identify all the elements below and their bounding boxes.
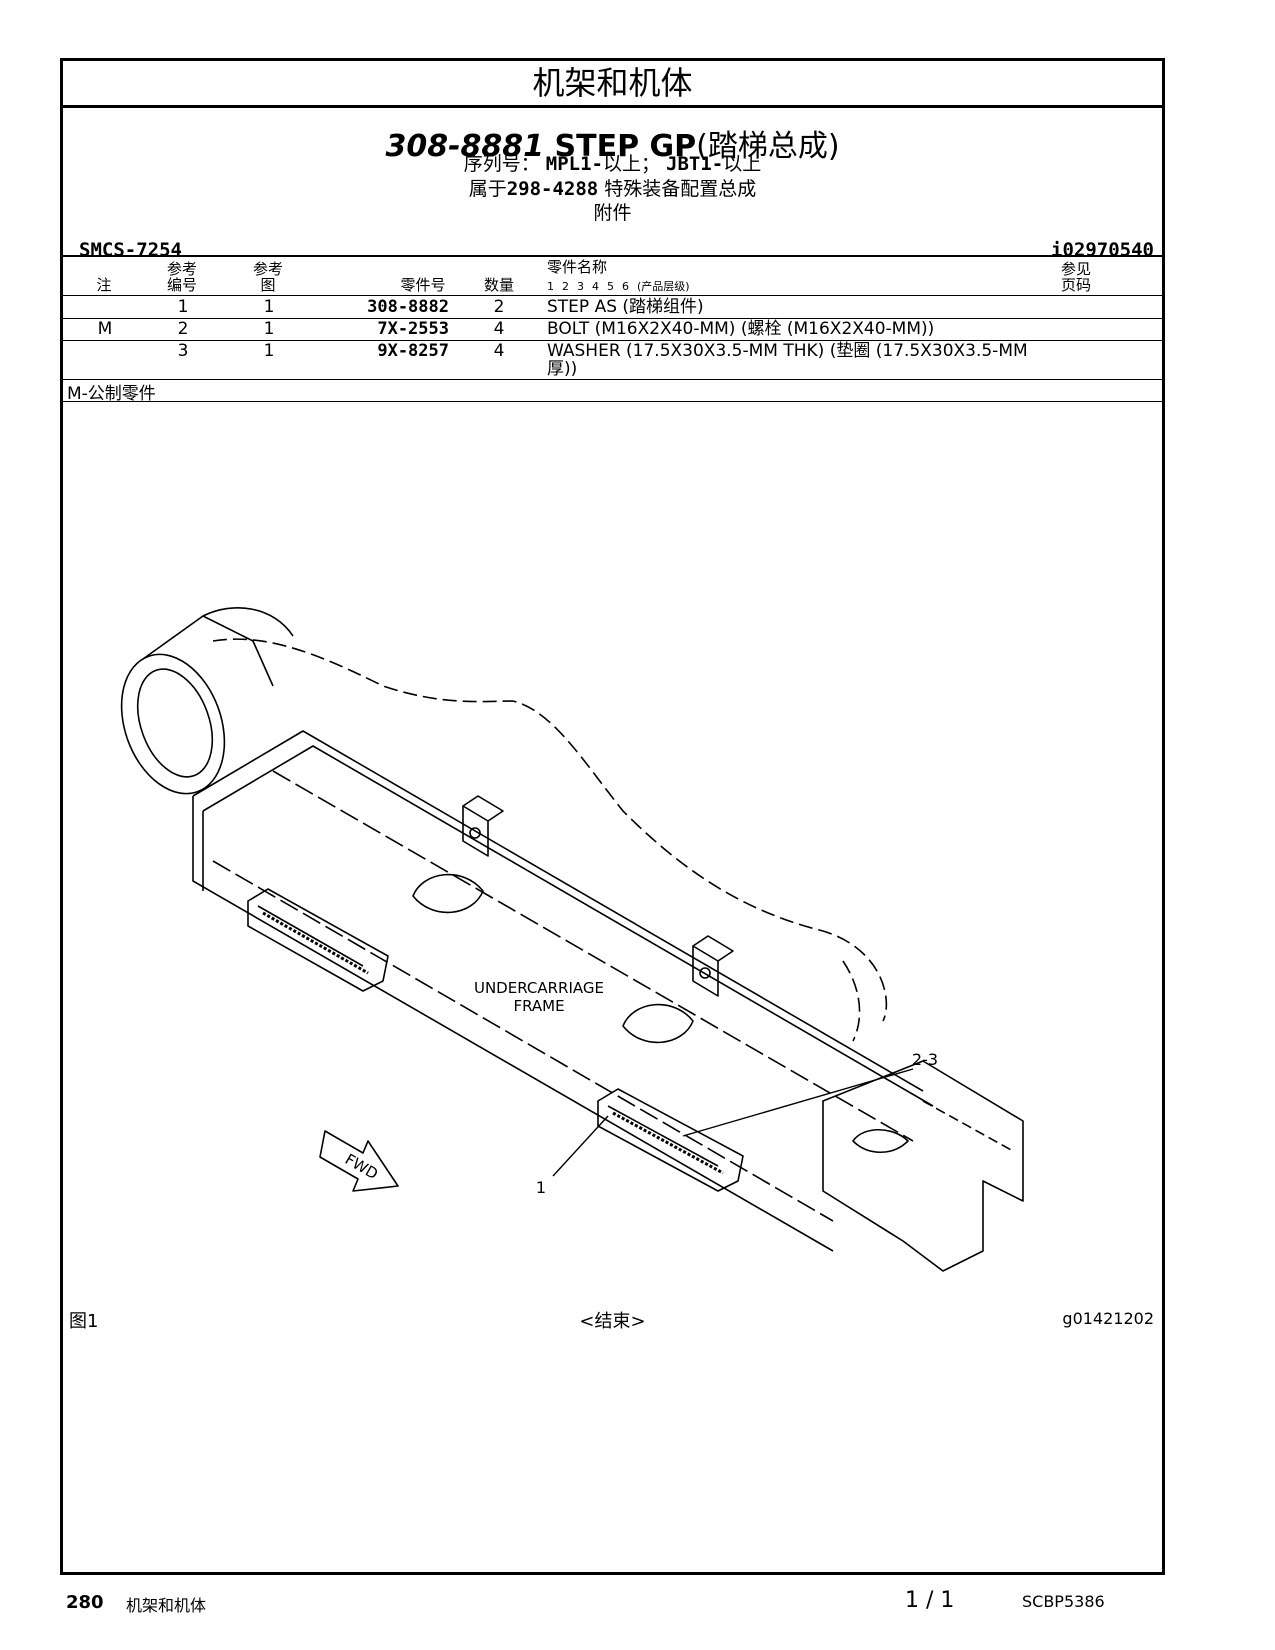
callout-leader-2-3: [682, 1068, 914, 1137]
cell-part-no: 9X-8257: [377, 341, 449, 361]
frame-bottom-edge: [192, 796, 834, 1252]
illustration-id: i02970540: [1051, 239, 1154, 261]
part-title: 308-8881 STEP GP(踏梯总成): [63, 121, 1162, 165]
figure-label: 图1: [69, 1311, 99, 1332]
fwd-label: FWD: [342, 1150, 381, 1183]
page-of: 1 / 1: [905, 1588, 955, 1613]
cell-note: M: [97, 319, 113, 339]
fwd-arrow-icon: [319, 1130, 399, 1192]
footnote-metric: M-公制零件: [67, 384, 156, 404]
frame-top-edge: [192, 730, 924, 1092]
row-rule: [63, 340, 1162, 341]
serial-line: 序列号： MPL1-以上； JBT1-以上: [463, 153, 762, 175]
col-header-note: 注: [96, 276, 112, 294]
cell-desc-cont: 厚)): [547, 359, 578, 379]
cell-ref: 1: [177, 297, 189, 317]
cell-ref: 2: [177, 319, 189, 339]
cell-qty: 2: [493, 297, 505, 317]
graphic-id: g01421202: [1062, 1309, 1154, 1328]
doc-id: SCBP5386: [1022, 1592, 1105, 1611]
col-header-see-page: 参见 页码: [1060, 260, 1091, 294]
frame-rear-end: [822, 1060, 1024, 1272]
callout-1: 1: [536, 1178, 546, 1197]
end-marker: <结束>: [579, 1311, 646, 1332]
cell-desc: WASHER (17.5X30X3.5-MM THK) (垫圈 (17.5X30…: [547, 341, 1028, 361]
attachment-label: 附件: [593, 202, 632, 224]
step-left: [247, 888, 389, 992]
cell-fig: 1: [263, 341, 275, 361]
cell-fig: 1: [263, 319, 275, 339]
cell-ref: 3: [177, 341, 189, 361]
serial-prefix-2: JBT1-: [666, 153, 724, 175]
callout-2-3: 2-3: [912, 1050, 938, 1069]
callout-leader-1: [552, 1115, 609, 1177]
table-bottom-rule: [63, 379, 1162, 380]
col-header-ref-fig: 参考 图: [252, 260, 283, 294]
part-name: STEP GP: [554, 129, 697, 164]
table-top-rule: [63, 255, 1162, 257]
cell-qty: 4: [493, 341, 505, 361]
frame-opening: [412, 873, 484, 914]
footnote-rule: [63, 401, 1162, 402]
cell-part-no: 7X-2553: [377, 319, 449, 339]
col-header-ref-no: 参考 编号: [166, 260, 197, 294]
cell-qty: 4: [493, 319, 505, 339]
parent-part-number: 298-4288: [506, 178, 599, 200]
section-title: 机架和机体: [63, 61, 1162, 108]
page-frame: 机架和机体 308-8881 STEP GP(踏梯总成) 序列号： MPL1-以…: [60, 58, 1165, 1575]
col-header-qty: 数量: [483, 276, 514, 294]
idler-wheel: [120, 653, 226, 795]
mount-bracket: [692, 945, 719, 997]
part-name-cn: (踏梯总成): [696, 129, 840, 164]
cell-desc: BOLT (M16X2X40-MM) (螺栓 (M16X2X40-MM)): [547, 319, 935, 339]
footer-section: 机架和机体: [126, 1596, 207, 1615]
cell-desc: STEP AS (踏梯组件): [547, 297, 704, 317]
part-number: 308-8881: [385, 129, 545, 164]
belongs-line: 属于298-4288 特殊装备配置总成: [468, 178, 757, 200]
col-header-part-name: 零件名称: [547, 258, 608, 276]
page-number: 280: [66, 1592, 104, 1613]
serial-prefix-1: MPL1-: [545, 153, 603, 175]
frame-label-line2: FRAME: [513, 997, 564, 1015]
mount-bracket: [462, 805, 489, 857]
undercarriage-drawing: FWD UNDERCARRIAGE FRAME 1 2-3: [120, 607, 1024, 1272]
cell-part-no: 308-8882: [367, 297, 449, 317]
row-rule: [63, 318, 1162, 319]
col-header-part-no: 零件号: [400, 276, 446, 294]
body-outline: [212, 638, 888, 1022]
header-rule: [63, 295, 1162, 296]
frame-label-line1: UNDERCARRIAGE: [474, 979, 604, 997]
cell-fig: 1: [263, 297, 275, 317]
frame-opening: [622, 1003, 694, 1044]
smcs-code: SMCS-7254: [79, 239, 182, 261]
